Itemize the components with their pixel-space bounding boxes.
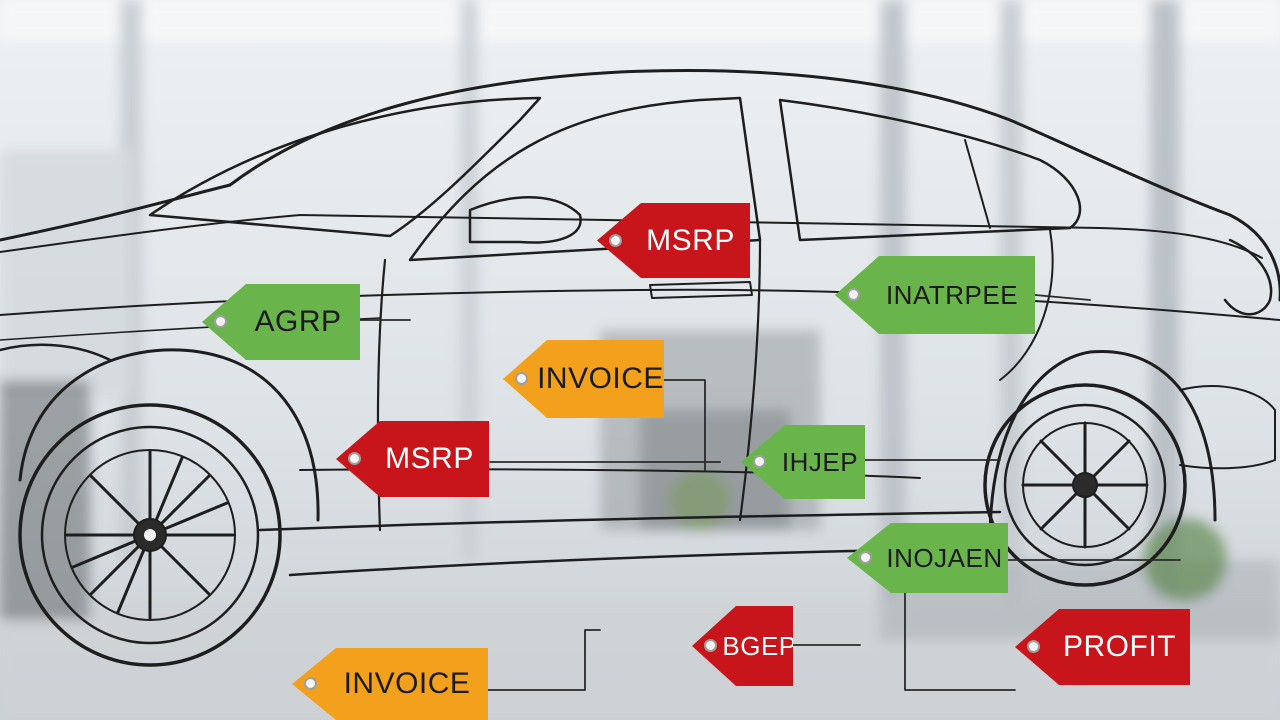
price-tag-label: PROFIT [1063, 630, 1176, 663]
tag-hole-icon [1027, 640, 1040, 653]
price-tag-label: BGEP [722, 630, 797, 661]
price-tag-label: INOJAEN [886, 542, 1003, 573]
tag-hole-icon [704, 639, 717, 652]
price-tag-label: INATRPEE [885, 279, 1019, 310]
tag-hole-icon [847, 288, 860, 301]
price-tag-label: IHJEP [781, 446, 859, 477]
tag-hole-icon [348, 452, 361, 465]
tag-hole-icon [214, 315, 227, 328]
tag-hole-icon [304, 677, 317, 690]
price-tag-label: MSRP [646, 223, 735, 257]
price-tag: INATRPEE [835, 256, 1035, 334]
tag-hole-icon [753, 455, 766, 468]
price-tag-label: INVOICE [343, 667, 471, 700]
price-tag-label: AGRP [254, 305, 342, 338]
tag-hole-icon [859, 551, 872, 564]
price-tag: INVOICE [292, 648, 488, 720]
tag-hole-icon [515, 372, 528, 385]
price-tag-label: MSRP [385, 442, 474, 475]
tag-hole-icon [609, 233, 622, 247]
price-tag-label: INVOICE [537, 362, 664, 395]
